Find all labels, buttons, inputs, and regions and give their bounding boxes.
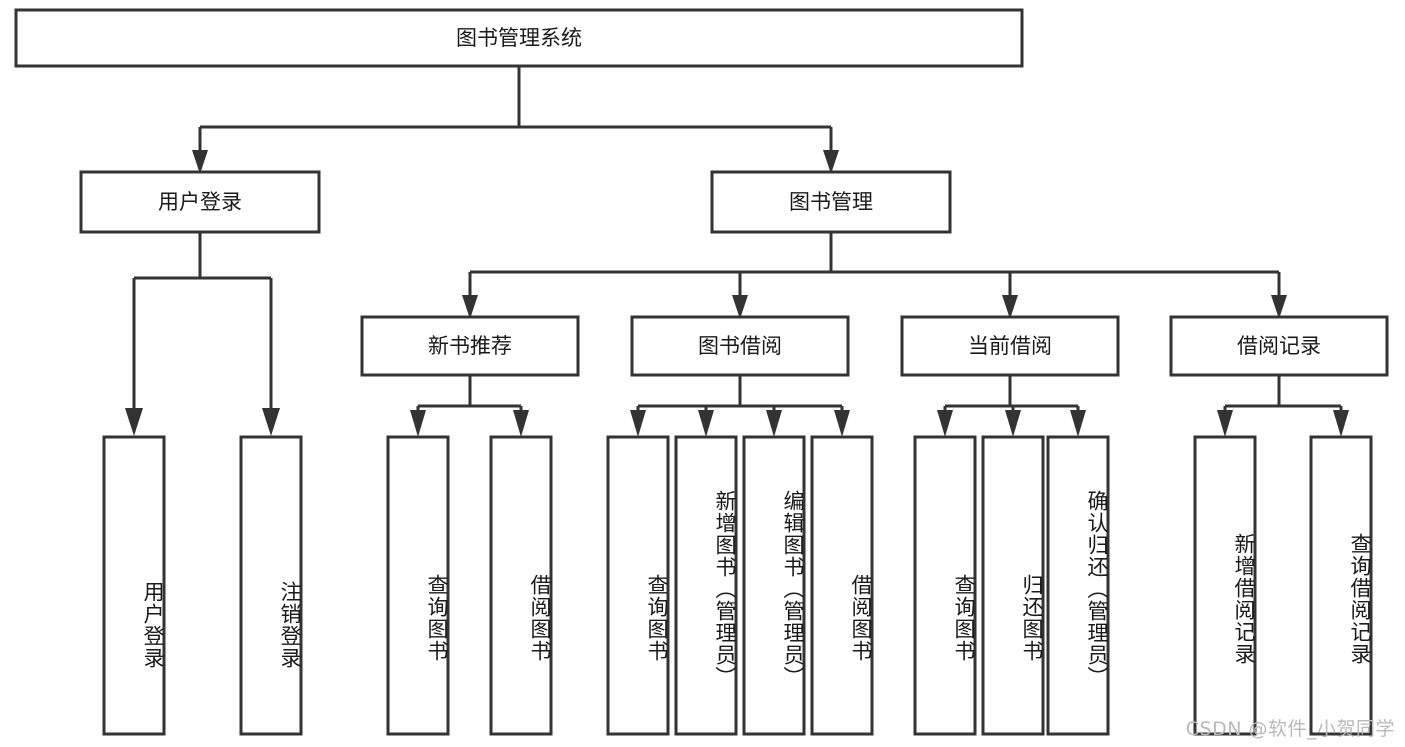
node-box-user-login[interactable] (79, 170, 321, 234)
leaf-label-confirm-return: 确认归还（管理员） (1085, 490, 1109, 688)
arrow-to-user-login (192, 150, 208, 174)
arrow-to-leaf-query-book-2 (630, 410, 646, 437)
arrow-to-new-book (462, 295, 478, 319)
arrow-to-book-management (823, 150, 839, 174)
node-box-root[interactable] (14, 8, 1024, 68)
leaf-label-query-book-3: 查询图书 (952, 574, 976, 662)
node-box-leaf-query-borrow-record[interactable] (1309, 435, 1373, 736)
node-box-leaf-query-book-3[interactable] (913, 435, 977, 736)
arrow-to-leaf-add-borrow-record (1217, 410, 1233, 437)
arrow-to-leaf-add-book (698, 410, 714, 437)
leaf-label-query-borrow-record: 查询借阅记录 (1348, 532, 1372, 665)
node-box-leaf-add-borrow-record[interactable] (1193, 435, 1257, 736)
node-label-new-book-recommend: 新书推荐 (428, 334, 512, 358)
node-box-leaf-borrow-book-2[interactable] (810, 435, 874, 736)
node-group: 图书管理系统 用户登录 图书管理 新书推荐 图书借阅 当前借阅 借阅记录 (14, 8, 1389, 736)
node-box-book-borrow[interactable] (630, 315, 850, 377)
arrow-to-leaf-logout (262, 408, 280, 436)
connector-group (125, 66, 1349, 437)
node-box-new-book-recommend[interactable] (360, 315, 580, 377)
node-label-user-login: 用户登录 (158, 190, 242, 214)
arrow-to-leaf-borrow-book-1 (513, 410, 529, 437)
arrow-to-borrow-record (1271, 295, 1287, 319)
leaf-label-query-book-2: 查询图书 (645, 574, 669, 662)
node-box-leaf-borrow-book-1[interactable] (489, 435, 553, 736)
node-box-borrow-record[interactable] (1169, 315, 1389, 377)
node-box-current-borrow[interactable] (900, 315, 1120, 377)
node-box-leaf-return-book[interactable] (981, 435, 1045, 736)
node-box-book-management[interactable] (710, 170, 952, 234)
node-box-leaf-add-book[interactable] (674, 435, 738, 736)
arrow-to-leaf-query-book-3 (937, 410, 953, 437)
arrow-to-current-borrow (1002, 295, 1018, 319)
node-box-leaf-confirm-return[interactable] (1046, 435, 1110, 736)
leaf-label-query-book-1: 查询图书 (425, 574, 449, 662)
leaf-label-add-book: 新增图书（管理员） (713, 490, 737, 688)
leaf-label-logout-login: 注销登录 (278, 581, 302, 669)
node-label-book-management: 图书管理 (789, 190, 873, 214)
csdn-watermark: CSDN @软件_小贺同学 (1185, 718, 1395, 740)
node-label-root: 图书管理系统 (456, 26, 582, 50)
leaf-label-borrow-book-2: 借阅图书 (849, 574, 873, 662)
arrow-to-leaf-return-book (1005, 410, 1021, 437)
node-box-leaf-query-book-2[interactable] (606, 435, 670, 736)
arrow-to-leaf-borrow-book-2 (834, 410, 850, 437)
leaf-label-edit-book: 编辑图书（管理员） (781, 490, 805, 688)
node-box-leaf-logout-login[interactable] (239, 435, 303, 736)
leaf-label-return-book: 归还图书 (1020, 574, 1044, 662)
leaf-label-user-login: 用户登录 (141, 581, 165, 669)
arrow-to-book-borrow (732, 295, 748, 319)
node-label-borrow-record: 借阅记录 (1237, 334, 1321, 358)
node-box-leaf-query-book-1[interactable] (386, 435, 450, 736)
arrow-to-leaf-query-borrow-record (1333, 410, 1349, 437)
arrow-to-leaf-confirm-return (1070, 410, 1086, 437)
leaf-label-borrow-book-1: 借阅图书 (528, 574, 552, 662)
node-box-leaf-user-login[interactable] (102, 435, 166, 736)
leaf-label-add-borrow-record: 新增借阅记录 (1232, 532, 1256, 665)
arrow-to-leaf-edit-book (766, 410, 782, 437)
arrow-to-leaf-user-login (125, 408, 143, 436)
node-label-book-borrow: 图书借阅 (698, 334, 782, 358)
node-label-current-borrow: 当前借阅 (968, 334, 1052, 358)
node-box-leaf-edit-book[interactable] (742, 435, 806, 736)
arrow-to-leaf-query-book-1 (410, 410, 426, 437)
